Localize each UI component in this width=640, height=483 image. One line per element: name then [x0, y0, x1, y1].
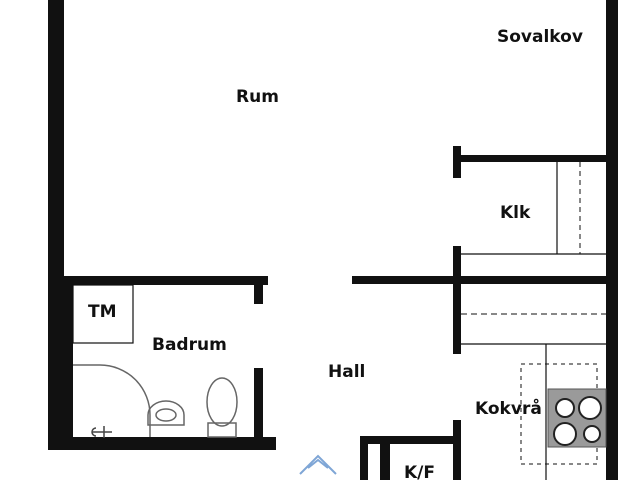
room-label-rum: Rum	[236, 87, 279, 107]
room-label-hall: Hall	[328, 362, 366, 382]
wall-kf-inner	[380, 444, 390, 480]
room-label-badrum: Badrum	[152, 335, 227, 355]
tm-cabinet	[72, 284, 134, 344]
sink	[147, 400, 185, 426]
wall-bath-right	[254, 368, 263, 444]
wall-kitchen-left-low	[453, 420, 461, 480]
shower-curve	[73, 364, 151, 437]
walls	[48, 0, 618, 480]
shower-tap	[91, 426, 112, 438]
wall-bottom-bath	[48, 437, 276, 450]
bathroom-fixtures	[72, 284, 238, 438]
wall-rum-bottom-right	[352, 276, 608, 284]
closet-fixtures	[461, 162, 606, 255]
kitchen-fixtures	[461, 313, 606, 480]
wall-kf-left	[360, 436, 368, 480]
room-label-sovalkov: Sovalkov	[497, 27, 583, 47]
entrance-arrow	[299, 454, 337, 475]
room-label-kf: K/F	[404, 463, 435, 483]
wall-kf-top	[360, 436, 460, 444]
stove	[547, 388, 607, 448]
room-label-klk: Klk	[500, 203, 531, 223]
wall-bath-inner-left	[64, 285, 73, 440]
wall-closet-left-lower	[453, 246, 461, 284]
wall-left-outer	[48, 0, 64, 450]
wall-kitchen-left	[453, 284, 461, 354]
wall-right-outer	[606, 0, 618, 480]
wall-rum-bottom-left	[48, 276, 268, 285]
toilet	[206, 377, 238, 427]
wall-bath-partition	[254, 276, 263, 304]
room-label-kokvra: Kokvrå	[475, 399, 542, 419]
wall-alcove-bottom	[453, 155, 608, 162]
room-label-tm: TM	[88, 302, 117, 322]
wall-closet-left-stub	[453, 146, 461, 178]
